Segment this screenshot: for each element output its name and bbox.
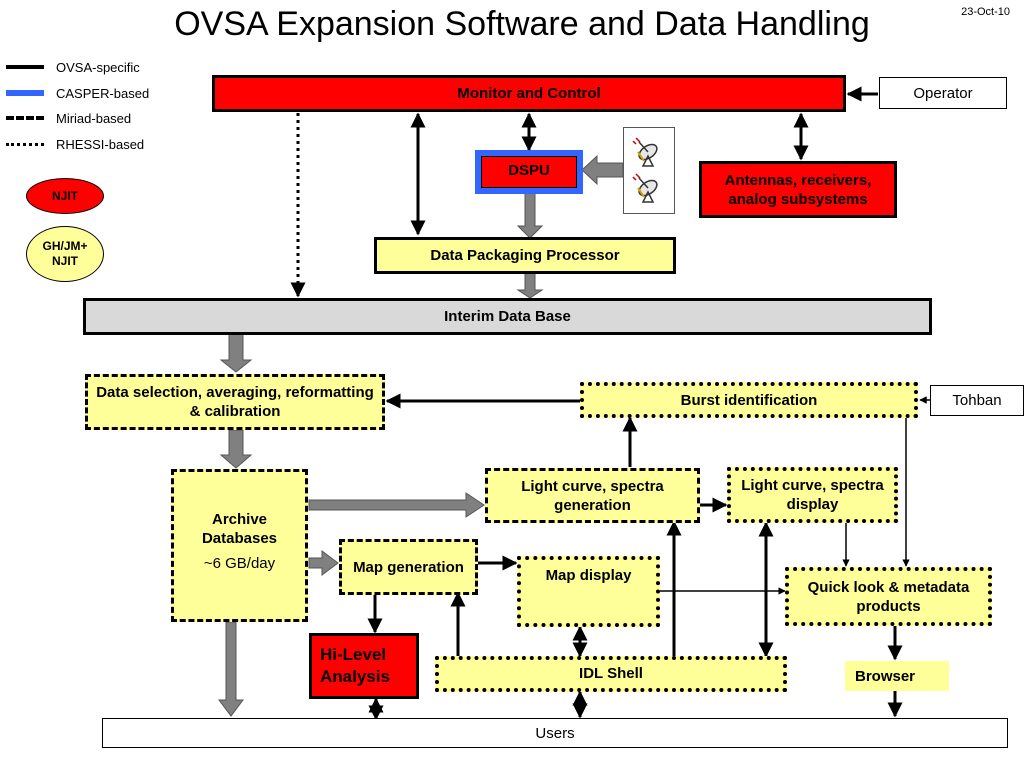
- legend-dotted-line: [6, 142, 44, 146]
- arrow-dspu-dpp: [516, 187, 544, 239]
- legend-casper: CASPER-based: [6, 84, 149, 102]
- ghjm-group-badge: GH/JM+ NJIT: [26, 226, 104, 282]
- data-selection-box: Data selection, averaging, reformatting …: [85, 374, 385, 430]
- hi-level-analysis-box: Hi-Level Analysis: [309, 633, 419, 699]
- legend-dashed-line: [6, 116, 44, 120]
- legend-blue-line: [6, 90, 44, 96]
- antenna-icon-panel: [623, 127, 675, 214]
- light-curve-display-box: Light curve, spectra display: [727, 467, 898, 523]
- browser-box: Browser: [845, 661, 949, 691]
- map-generation-box: Map generation: [339, 539, 478, 595]
- legend-label: OVSA-specific: [56, 59, 140, 75]
- njit-group-badge: NJIT: [26, 178, 104, 214]
- arrow-archive-lcgen: [308, 492, 485, 518]
- tohban-box: Tohban: [930, 385, 1024, 416]
- operator-box: Operator: [879, 77, 1007, 109]
- legend-label: Miriad-based: [56, 110, 132, 126]
- legend-ovsa: OVSA-specific: [6, 58, 140, 76]
- arrow-antenna-dspu: [581, 154, 624, 186]
- slide-title: OVSA Expansion Software and Data Handlin…: [174, 5, 870, 43]
- burst-identification-box: Burst identification: [580, 382, 918, 418]
- data-packaging-processor-box: Data Packaging Processor: [374, 237, 676, 274]
- dspu-box: DSPU: [481, 156, 577, 188]
- arrow-dataselect-archive: [219, 429, 253, 469]
- legend-solid-line: [6, 65, 44, 69]
- monitor-and-control-box: Monitor and Control: [212, 75, 846, 112]
- arrow-archive-users: [218, 621, 244, 717]
- legend-label: CASPER-based: [56, 85, 150, 101]
- arrow-idb-dataselect: [219, 333, 253, 373]
- idl-shell-box: IDL Shell: [435, 656, 787, 692]
- slide-date: 23-Oct-10: [961, 6, 1010, 18]
- dspu-outer-box: DSPU: [475, 150, 583, 194]
- legend-rhessi: RHESSI-based: [6, 135, 144, 153]
- quick-look-metadata-box: Quick look & metadata products: [785, 567, 992, 626]
- archive-databases-box: Archive Databases ~6 GB/day: [171, 469, 308, 622]
- satellite-dish-icon: [632, 137, 658, 203]
- legend-miriad: Miriad-based: [6, 109, 131, 127]
- antennas-receivers-box: Antennas, receivers, analog subsystems: [699, 161, 897, 218]
- arrow-archive-mapgen: [308, 550, 339, 576]
- users-box: Users: [102, 718, 1008, 748]
- arrow-dpp-idb: [516, 272, 544, 299]
- interim-data-base-box: Interim Data Base: [83, 298, 932, 335]
- archive-databases-label: Archive Databases: [201, 511, 278, 547]
- light-curve-generation-box: Light curve, spectra generation: [485, 468, 700, 523]
- map-display-box: Map display: [517, 556, 660, 627]
- archive-rate-label: ~6 GB/day: [203, 555, 276, 572]
- legend-label: RHESSI-based: [56, 136, 145, 152]
